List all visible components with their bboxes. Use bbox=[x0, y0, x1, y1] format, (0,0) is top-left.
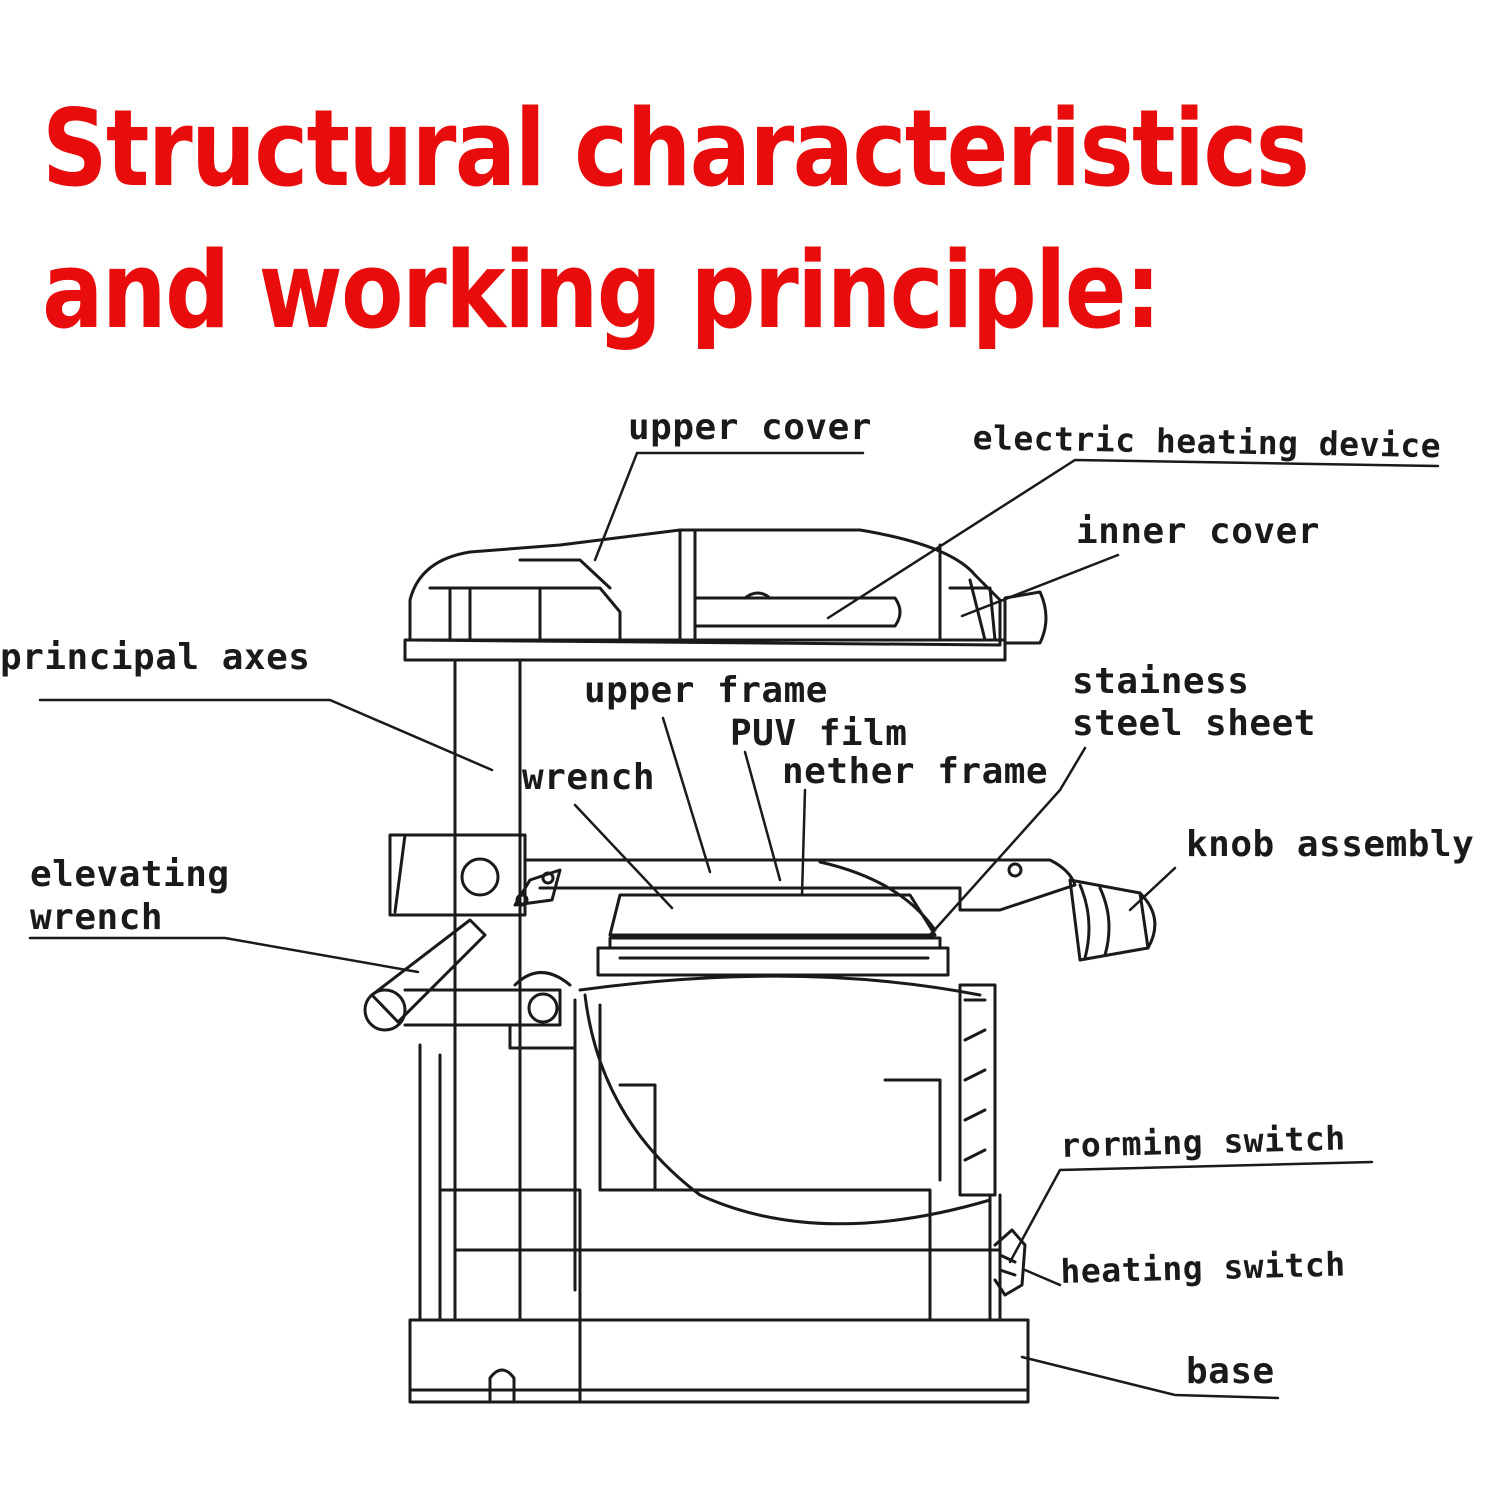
label-inner-cover: inner cover bbox=[1076, 511, 1320, 552]
leader-nether-frame bbox=[800, 788, 807, 897]
leader-heating-switch bbox=[1023, 1268, 1062, 1287]
label-wrench-2: wrench bbox=[30, 897, 164, 938]
leader-principal-axes bbox=[38, 698, 494, 772]
label-steel-sheet: steel sheet bbox=[1072, 703, 1316, 744]
title-line-2: and working principle: bbox=[42, 229, 1161, 352]
housing-shape bbox=[418, 1043, 1002, 1322]
leader-elevating-wrench bbox=[28, 936, 420, 974]
label-base: base bbox=[1186, 1351, 1275, 1392]
leader-upper-frame bbox=[661, 716, 712, 874]
title-line-1: Structural characteristics bbox=[42, 87, 1310, 210]
wrench-lever-shape bbox=[363, 918, 577, 1050]
leader-puv-film bbox=[743, 750, 782, 882]
label-electric-heating-device: electric heating device bbox=[972, 418, 1442, 466]
label-principal-axes: principal axes bbox=[0, 637, 311, 678]
inner-cover-shape bbox=[948, 586, 1048, 645]
diagram-title: Structural characteristics and working p… bbox=[42, 78, 1310, 362]
leader-inner-cover bbox=[960, 553, 1120, 618]
label-knob-assembly: knob assembly bbox=[1186, 824, 1475, 865]
leader-knob-assembly bbox=[1128, 866, 1177, 912]
base-shape bbox=[408, 1318, 1030, 1404]
label-upper-cover: upper cover bbox=[628, 407, 872, 448]
leader-rorming-switch bbox=[1008, 1160, 1374, 1264]
knob-shape bbox=[1068, 878, 1157, 962]
label-upper-frame: upper frame bbox=[584, 670, 828, 711]
label-stainess: stainess bbox=[1072, 661, 1250, 702]
upper-cover-shape bbox=[403, 528, 1007, 662]
label-rorming-switch: rorming switch bbox=[1060, 1118, 1347, 1165]
leader-base bbox=[1020, 1355, 1280, 1400]
leader-upper-cover bbox=[593, 451, 865, 562]
label-elevating: elevating bbox=[30, 854, 230, 895]
frame-assembly-shape bbox=[388, 833, 1077, 977]
leader-electric-heating-device bbox=[826, 458, 1440, 620]
vacuum-chamber-shape bbox=[573, 974, 997, 1292]
switch-shape bbox=[993, 1228, 1027, 1297]
heating-element-shape bbox=[693, 591, 902, 628]
label-wrench: wrench bbox=[522, 757, 656, 798]
leader-wrench bbox=[573, 803, 674, 910]
label-nether-frame: nether frame bbox=[782, 751, 1049, 792]
label-puv-film: PUV film bbox=[730, 713, 908, 754]
label-heating-switch: heating switch bbox=[1060, 1244, 1347, 1291]
leader-stainess-steel-sheet bbox=[928, 746, 1087, 937]
